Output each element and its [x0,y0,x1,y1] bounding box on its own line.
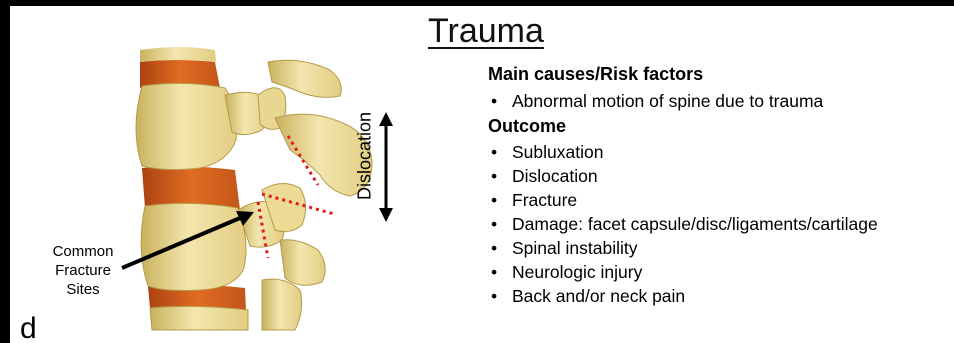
spinous-lower [262,279,302,330]
vertebra-middle [141,203,246,290]
dislocation-label: Dislocation [355,112,376,200]
list-item: Subluxation [488,140,878,164]
fracture-label-line-2: Fracture [38,261,128,280]
list-item: Abnormal motion of spine due to trauma [488,89,823,113]
fracture-sites-label: Common Fracture Sites [38,242,128,299]
main-causes-heading: Main causes/Risk factors [488,64,703,85]
list-item: Neurologic injury [488,260,878,284]
outcome-list: Subluxation Dislocation Fracture Damage:… [488,140,878,308]
main-causes-list: Abnormal motion of spine due to trauma [488,89,823,113]
dislocation-arrow [379,112,393,222]
list-item: Spinal instability [488,236,878,260]
fracture-label-line-1: Common [38,242,128,261]
list-item: Damage: facet capsule/disc/ligaments/car… [488,212,878,236]
slide: Trauma [10,6,954,343]
vertebra-lower [150,306,248,330]
fracture-label-line-3: Sites [38,280,128,299]
list-item: Dislocation [488,164,878,188]
list-item: Fracture [488,188,878,212]
vertebra-upper [136,83,237,169]
outcome-heading: Outcome [488,116,566,137]
list-item: Back and/or neck pain [488,284,878,308]
vertebra-top [140,47,216,62]
spinous-middle [280,240,325,285]
panel-letter: d [20,314,37,343]
